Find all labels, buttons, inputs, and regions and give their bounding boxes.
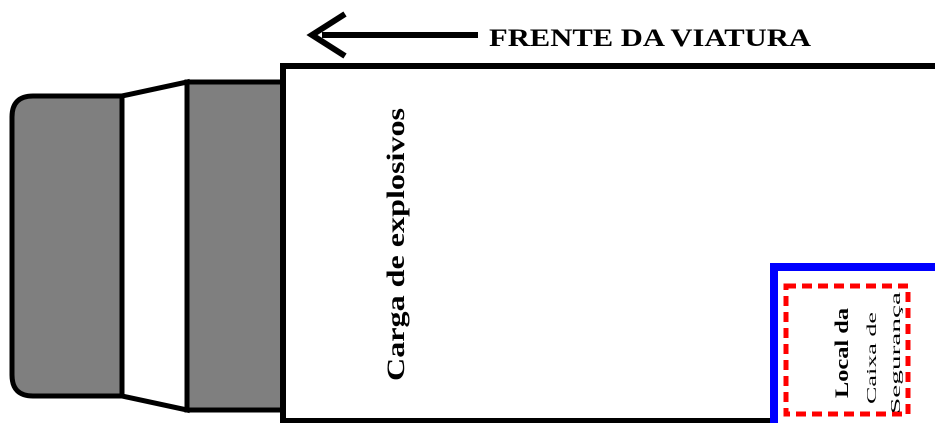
safety-box-label-line1: Local da (832, 307, 853, 398)
front-bumper (9, 93, 125, 399)
arrow-left-icon (306, 11, 478, 59)
safety-box: Local da Caixa de Segurança (770, 263, 935, 423)
hood-connector (119, 78, 190, 414)
cargo-label: Carga de explosivos (383, 108, 410, 381)
safety-box-label-line2: Caixa de (865, 312, 880, 404)
front-label: FRENTE DA VIATURA (489, 25, 811, 52)
vehicle-cab (184, 79, 286, 413)
safety-box-label-line3: Segurança (889, 290, 904, 414)
